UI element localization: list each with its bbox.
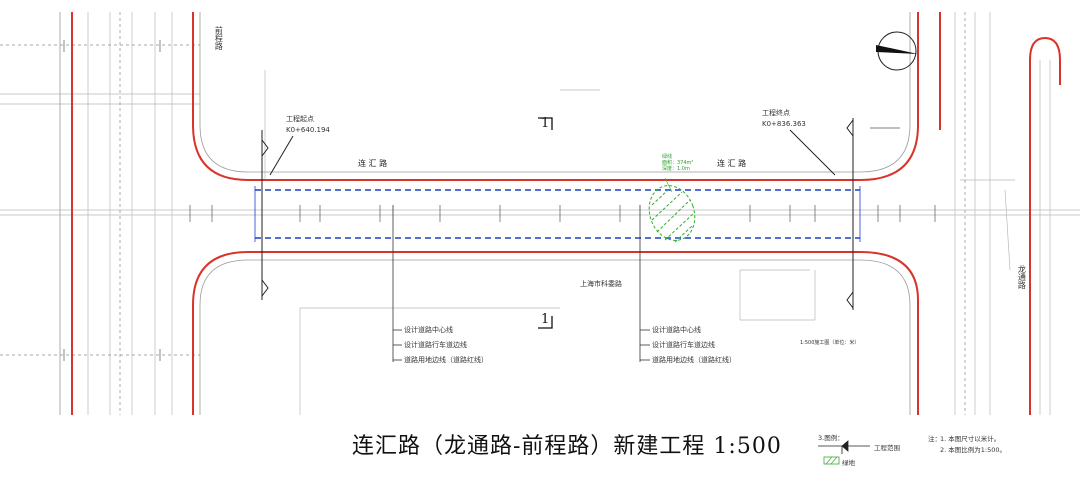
leader-note-left-2: 设计道路行车道边线 [404, 341, 467, 349]
road-label-longtong: 龙通路 [1017, 265, 1027, 289]
legend-symbols [818, 440, 870, 454]
road-red-lines [71, 12, 1061, 415]
road-label-lianhui-left: 连 汇 路 [358, 159, 388, 168]
leader-note-right-2: 设计道路行车道边线 [652, 341, 715, 349]
section-mark-top: 1 [541, 116, 550, 131]
leader-lines [392, 205, 650, 362]
right-small-note: 1:500施工图（单位：米） [800, 340, 860, 346]
notes-line-2: 2. 本图比例为1:500。 [940, 446, 1006, 454]
lane-markings [0, 12, 966, 415]
legend-heading: 3.图例： [818, 434, 844, 442]
drawing-title: 连汇路（龙通路-前程路）新建工程 1:500 [352, 434, 782, 459]
green-note-3: 深度：1.0m [662, 166, 690, 172]
dimension-ticks [63, 40, 936, 361]
leader-note-right-1: 设计道路中心线 [652, 326, 701, 334]
green-area [648, 185, 696, 243]
green-note-1: 绿线 [662, 154, 673, 160]
notes-heading: 注： [928, 435, 941, 443]
curb-lines [59, 12, 911, 415]
leader-note-right-3: 道路用地边线（道路红线） [652, 356, 736, 364]
north-arrow-icon [876, 31, 918, 71]
road-label-qiancheng: 前程路 [214, 26, 224, 50]
station-start-label: 工程起点 [286, 115, 314, 123]
legend-green-swatch [823, 456, 840, 465]
station-end-label: 工程终点 [762, 109, 790, 117]
landmark-label: 上海市科委路 [580, 280, 622, 288]
section-cut-markers [538, 117, 553, 329]
section-mark-bottom: 1 [541, 312, 550, 327]
notes-line-1: 1. 本图尺寸以米计。 [940, 435, 1001, 443]
leader-note-left-1: 设计道路中心线 [404, 326, 453, 334]
road-label-lianhui-right: 连 汇 路 [717, 159, 747, 168]
station-start-value: K0+640.194 [286, 126, 330, 134]
leader-note-left-3: 道路用地边线（道路红线） [404, 356, 488, 364]
station-end-value: K0+836.363 [762, 120, 806, 128]
green-note-2: 面积：374m² [662, 160, 694, 166]
carriageway-lines [255, 189, 860, 239]
legend-item-green: 绿地 [842, 459, 855, 467]
project-boundary-markers [261, 118, 854, 310]
legend-item-scope: 工程范围 [874, 444, 900, 452]
